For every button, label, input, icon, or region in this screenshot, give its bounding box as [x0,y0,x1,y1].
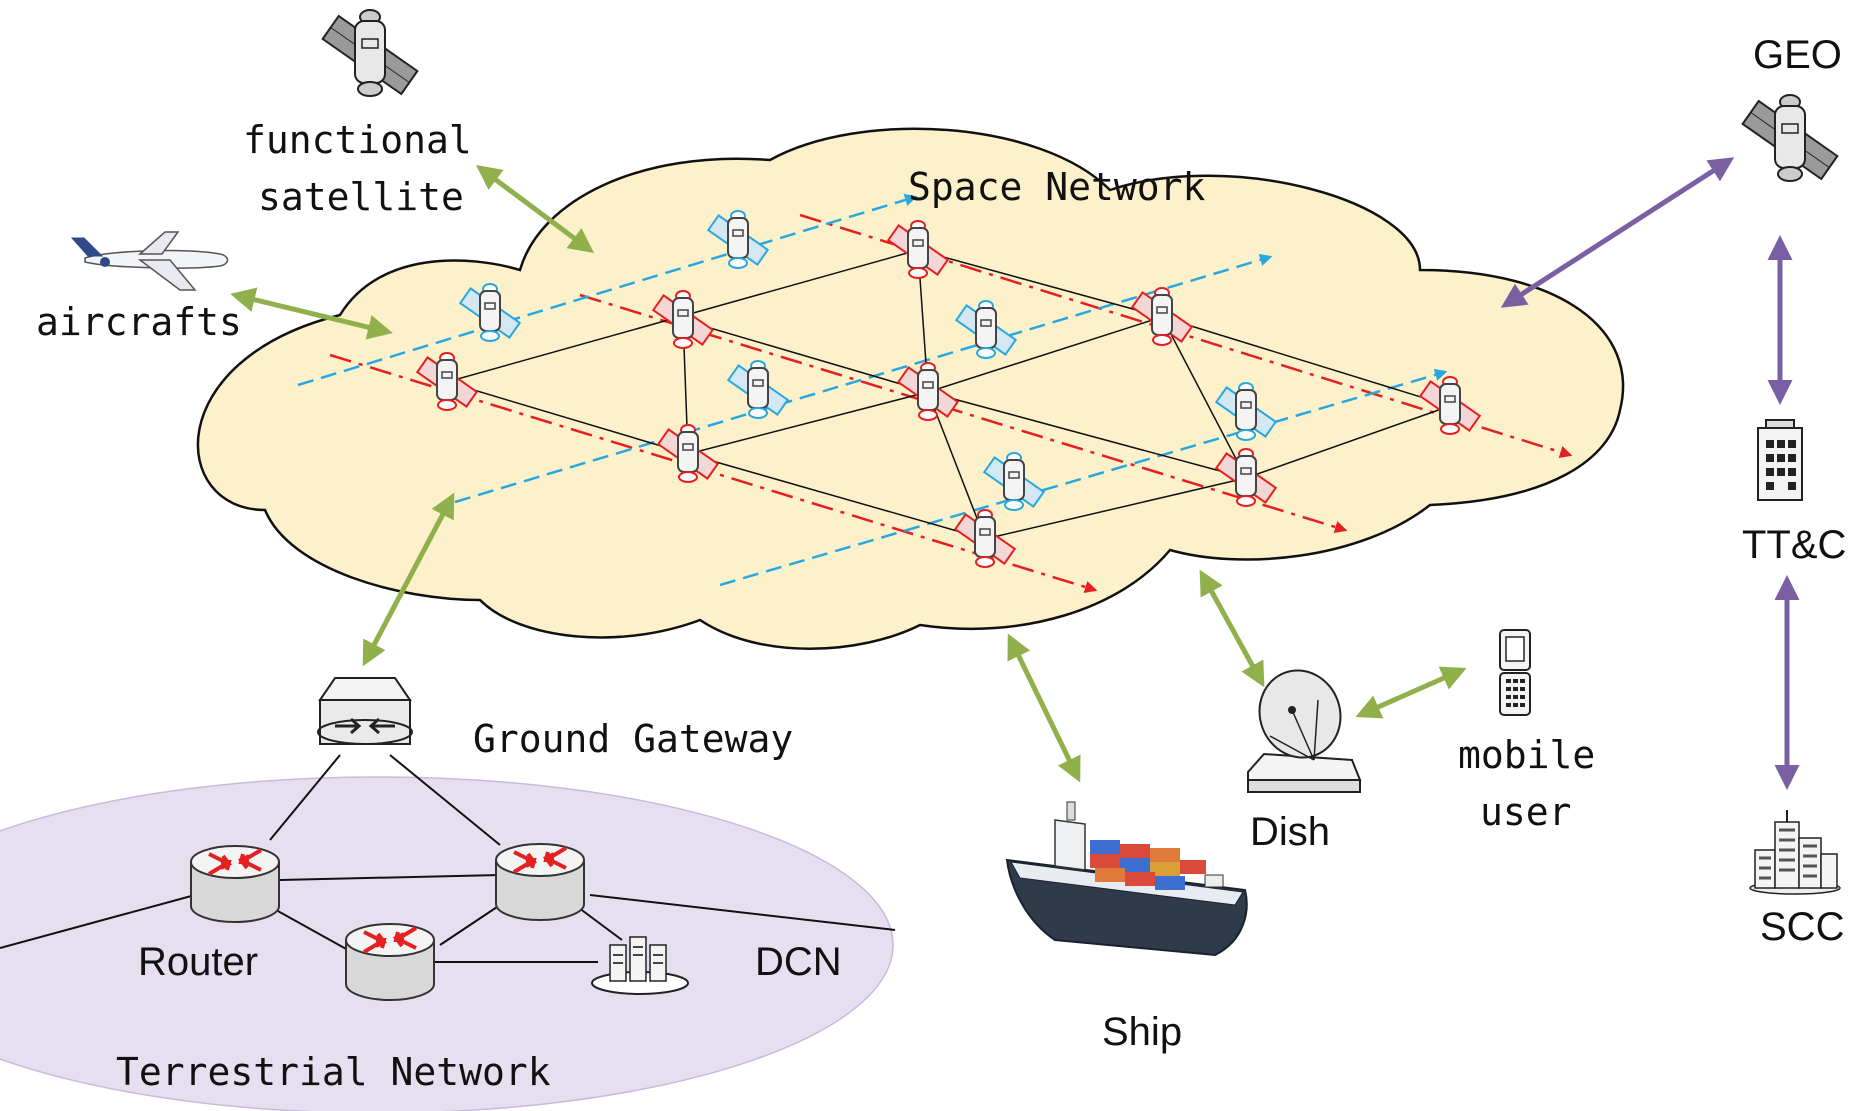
ground-gateway-icon [317,677,413,745]
ground-gateway-label: Ground Gateway [473,717,793,761]
dcn-label: DCN [755,940,842,984]
ttc-building-icon [1757,419,1803,501]
blue-orbit-paths [297,193,1448,587]
router-label: Router [138,940,258,984]
mobile-user-label-line2: user [1480,790,1572,834]
scc-label: SCC [1760,905,1844,949]
terrestrial-network-label: Terrestrial Network [116,1050,551,1094]
router-icon [494,842,586,922]
scc-buildings-icon [1749,810,1841,895]
ship-icon [1005,801,1248,957]
data-center-icon [591,936,689,995]
inter-satellite-links [446,249,1451,540]
purple-links [1500,157,1800,790]
satellite-dish-icon [1247,669,1362,793]
aircraft-icon [70,231,229,291]
ship-label: Ship [1102,1010,1182,1054]
geo-label: GEO [1753,33,1842,77]
router-icon [344,922,436,1002]
dish-label: Dish [1250,810,1330,854]
space-network-label: Space Network [908,165,1206,209]
functional-satellite-label-line2: satellite [258,175,464,219]
geo-satellite-icon [1741,94,1839,182]
router-icon [189,844,281,924]
green-links [230,165,1467,783]
mobile-user-label-line1: mobile [1458,733,1595,777]
functional-satellite-label-line1: functional [243,118,472,162]
aircrafts-label: aircrafts [36,300,242,344]
mobile-phone-icon [1499,629,1531,716]
ttc-label: TT&C [1742,523,1846,567]
functional-satellite-icon [321,9,419,97]
